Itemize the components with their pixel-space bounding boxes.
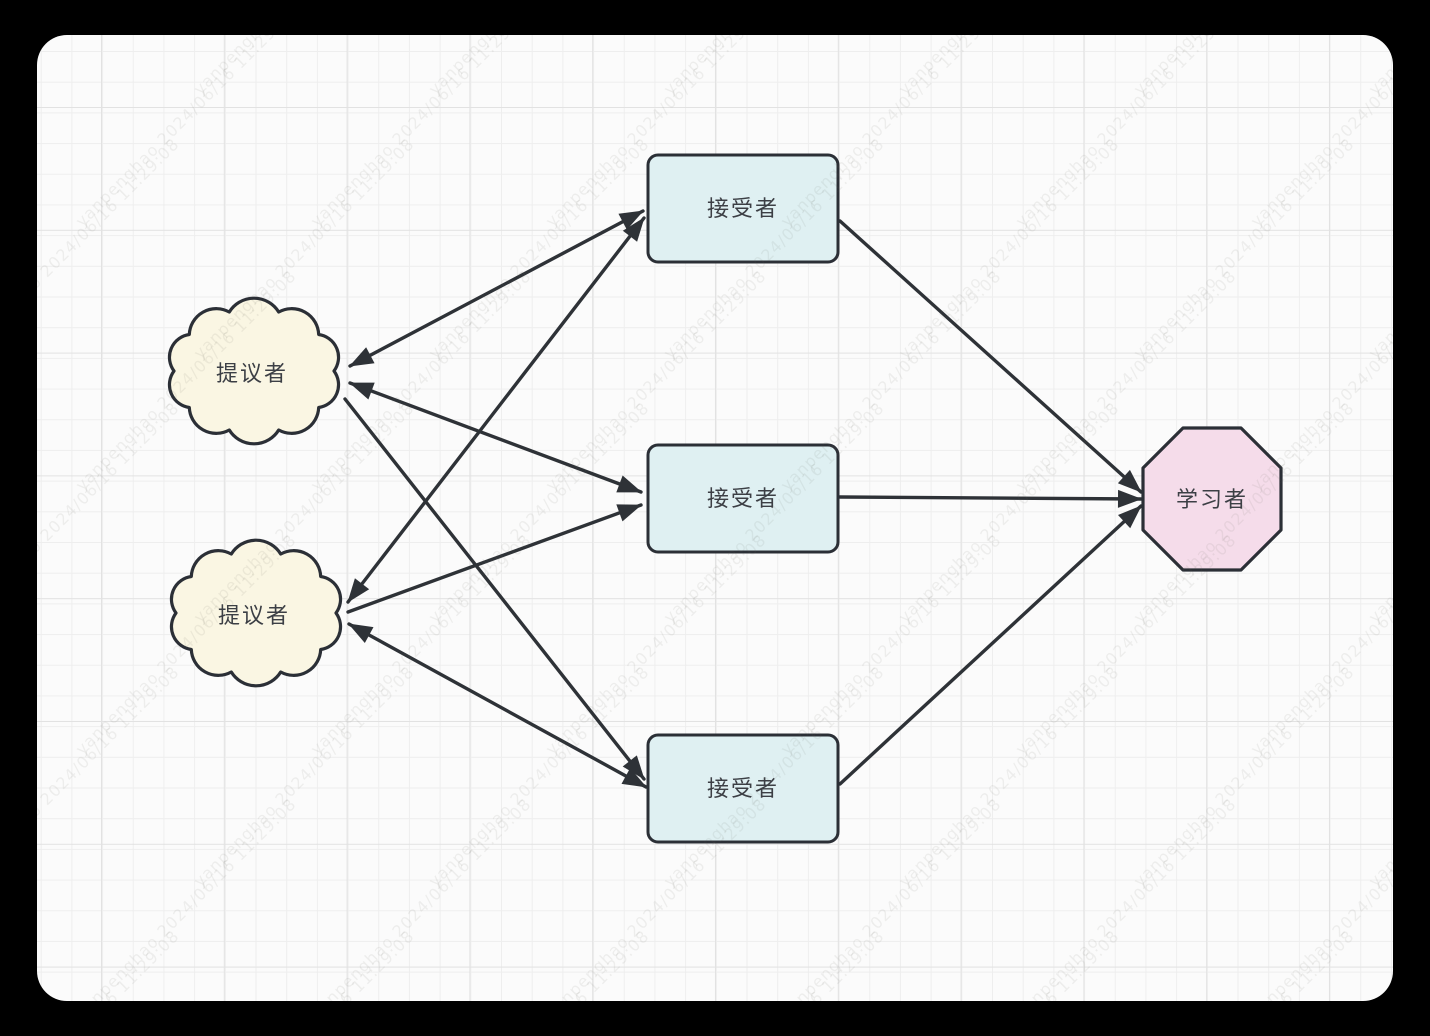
node-label: 接受者 (707, 487, 779, 512)
diagram-canvas: 提议者 提议者 接受者 接受者 接受者 学习者 yanpenghao 2024/… (37, 35, 1393, 1001)
cloud-shape[interactable] (169, 538, 343, 688)
edge-proposer2-acceptor2[interactable] (346, 503, 643, 614)
node-learner[interactable]: 学习者 (1141, 426, 1283, 572)
rect-shape[interactable] (646, 733, 840, 844)
edge-proposer2-acceptor1[interactable] (346, 216, 646, 604)
node-label: 学习者 (1176, 488, 1248, 513)
node-label: 接受者 (707, 197, 779, 222)
node-label: 提议者 (218, 604, 290, 629)
node-label: 接受者 (707, 777, 779, 802)
edge-acceptor1-learner[interactable] (838, 219, 1143, 494)
node-label: 提议者 (216, 362, 288, 387)
edge-proposer1-acceptor3[interactable] (343, 397, 646, 781)
octagon-shape[interactable] (1141, 426, 1283, 572)
edges-layer (343, 209, 1143, 789)
diagram-svg: 提议者 提议者 接受者 接受者 接受者 学习者 (167, 153, 1283, 844)
edge-proposer2-acceptor3[interactable] (347, 622, 648, 789)
node-proposer-1[interactable]: 提议者 (167, 296, 341, 446)
node-acceptor-2[interactable]: 接受者 (646, 443, 840, 554)
edge-proposer1-acceptor1[interactable] (348, 209, 645, 368)
node-acceptor-1[interactable]: 接受者 (646, 153, 840, 264)
edge-acceptor3-learner[interactable] (838, 504, 1143, 786)
node-proposer-2[interactable]: 提议者 (169, 538, 343, 688)
edge-acceptor2-learner[interactable] (838, 489, 1143, 508)
cloud-shape[interactable] (167, 296, 341, 446)
rect-shape[interactable] (646, 443, 840, 554)
node-acceptor-3[interactable]: 接受者 (646, 733, 840, 844)
rect-shape[interactable] (646, 153, 840, 264)
edge-proposer1-acceptor2[interactable] (348, 381, 643, 494)
